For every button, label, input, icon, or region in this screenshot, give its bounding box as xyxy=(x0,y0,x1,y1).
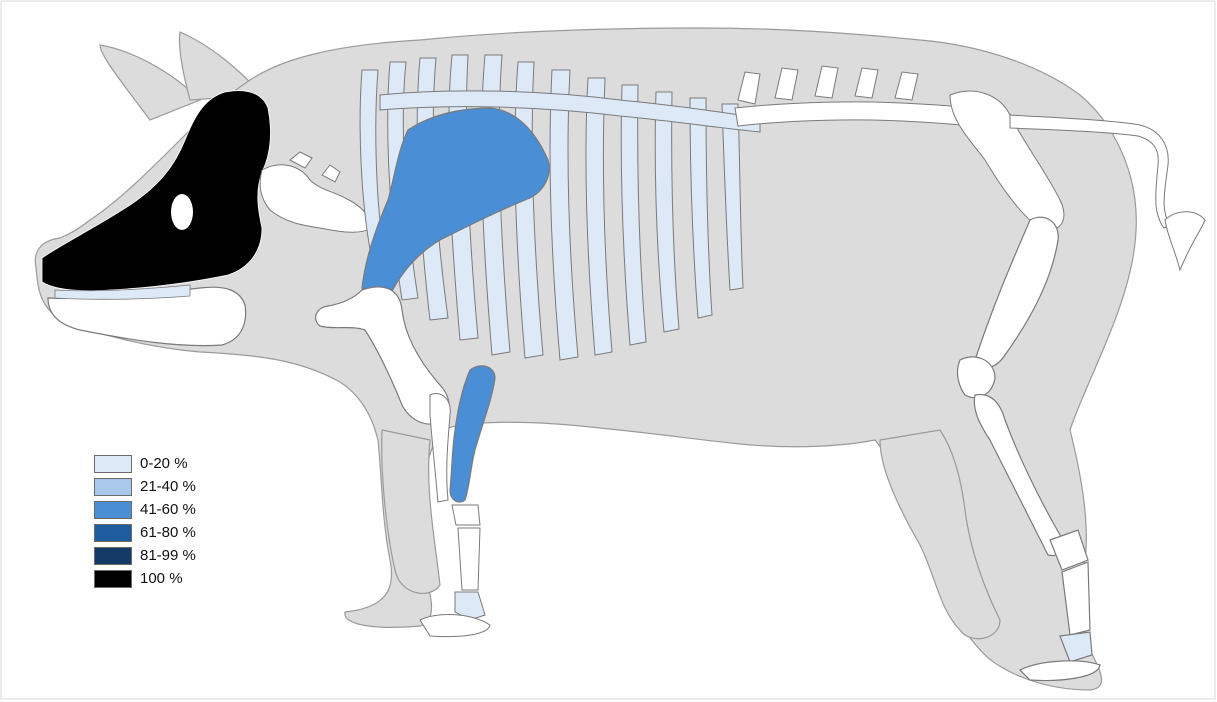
carpals xyxy=(452,505,480,525)
tail-tuft xyxy=(1165,212,1205,270)
legend-swatch xyxy=(94,570,132,588)
fore-hoof xyxy=(420,615,490,637)
legend-label: 21-40 % xyxy=(140,478,196,495)
ulna-white xyxy=(430,394,450,502)
legend-item: 81-99 % xyxy=(94,544,196,567)
far-foreleg xyxy=(382,430,440,593)
skull xyxy=(42,91,270,291)
patella-stifle xyxy=(958,357,995,398)
legend-item: 21-40 % xyxy=(94,475,196,498)
legend-label: 100 % xyxy=(140,570,183,587)
legend-label: 81-99 % xyxy=(140,547,196,564)
legend-swatch xyxy=(94,501,132,519)
metacarpals xyxy=(458,528,480,590)
legend-swatch xyxy=(94,478,132,496)
legend-item: 0-20 % xyxy=(94,452,196,475)
legend-label: 61-80 % xyxy=(140,524,196,541)
orbit xyxy=(171,194,193,230)
legend-label: 41-60 % xyxy=(140,501,196,518)
legend: 0-20 % 21-40 % 41-60 % 61-80 % 81-99 % 1… xyxy=(94,452,196,590)
skull-group xyxy=(42,91,270,346)
legend-item: 61-80 % xyxy=(94,521,196,544)
legend-swatch xyxy=(94,547,132,565)
legend-item: 41-60 % xyxy=(94,498,196,521)
legend-label: 0-20 % xyxy=(140,455,188,472)
legend-swatch xyxy=(94,455,132,473)
legend-swatch xyxy=(94,524,132,542)
legend-item: 100 % xyxy=(94,567,196,590)
